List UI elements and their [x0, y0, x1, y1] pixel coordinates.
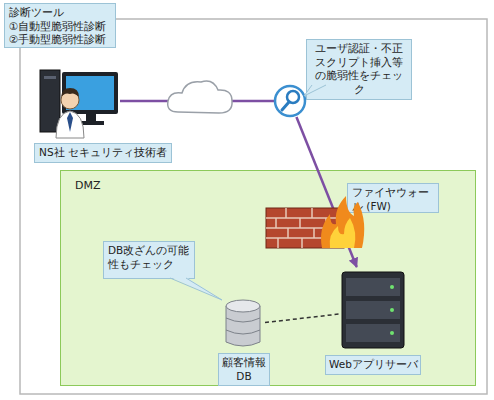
person-tie: [67, 112, 73, 132]
node-text: ②手動型脆弱性診断: [9, 33, 111, 47]
node-text: DMZ: [75, 179, 101, 192]
server-unit: [346, 301, 400, 319]
node-text: NS社 セキュリティ技術者: [34, 143, 172, 163]
db-ring: [226, 318, 260, 322]
dashed-link: [265, 314, 339, 323]
callout-pointer-edge: [170, 278, 222, 300]
brick-line: [299, 218, 301, 228]
server-light: [390, 308, 394, 312]
db-ring: [226, 330, 260, 334]
magnifier-ring: [275, 86, 305, 116]
web-app-server: Webアプリサーバ: [339, 267, 409, 353]
monitor-stand: [86, 114, 96, 122]
pc-tower-slot: [44, 76, 56, 79]
person-hair: [61, 88, 79, 97]
firewall-wall: [266, 208, 344, 248]
node-text: DB改ざんの可能性もチェック: [108, 244, 190, 271]
person-body: [56, 111, 84, 138]
node-text: 顧客情報 DB: [218, 353, 270, 386]
db-top: [226, 300, 260, 312]
brick-line: [287, 228, 289, 238]
server-rack: [342, 272, 404, 348]
server-light: [390, 331, 394, 335]
firewall-flame-core: [330, 218, 356, 248]
brick-line: [327, 238, 329, 248]
dmz-zone: DMZ ファイヤウォール (FW) DB改ざんの可能性もチェック顧客情報 DB Web…: [60, 170, 476, 386]
node-heading: 診断ツール: [9, 6, 111, 20]
monitor-screen: [66, 76, 114, 110]
magnifier-glass: [287, 91, 299, 103]
firewall-flame: [321, 196, 364, 248]
brick-line: [313, 228, 315, 238]
tool-box: 診断ツール①自動型脆弱性診断②手動型脆弱性診断: [4, 3, 116, 48]
brick-line: [301, 238, 303, 248]
firewall-bricks: [266, 208, 344, 248]
brick-line: [277, 238, 279, 248]
brick-line: [275, 218, 277, 228]
network-cloud: [168, 81, 232, 113]
brick-line: [311, 208, 313, 218]
database: 顧客情報 DB: [223, 299, 265, 351]
node-text: ①自動型脆弱性診断: [9, 20, 111, 34]
outer-frame: [20, 19, 487, 394]
magnifier-handle: [282, 102, 289, 110]
brick-line: [266, 237, 344, 239]
node-text: ユーザ認証・不正スクリプト挿入等の脆弱性をチェック: [306, 39, 412, 100]
server-unit: [346, 324, 400, 342]
db-body: [226, 306, 260, 346]
brick-line: [266, 227, 344, 229]
node-text: ファイヤウォール (FW): [352, 186, 434, 213]
callout-pointer: [170, 277, 222, 300]
pc-tower: [40, 70, 60, 132]
monitor-base: [78, 121, 104, 125]
brick-line: [266, 217, 344, 219]
server-unit: [346, 278, 400, 296]
engineer-terminal: NS社 セキュリティ技術者: [30, 62, 120, 140]
brick-line: [325, 218, 327, 228]
node-text: Webアプリサーバ: [325, 355, 421, 375]
callout-pointer-edge: [304, 85, 326, 96]
callout-pointer: [304, 84, 326, 96]
server-light: [390, 285, 394, 289]
scan-point: ユーザ認証・不正スクリプト挿入等の脆弱性をチェック: [274, 85, 306, 117]
db-callout: DB改ざんの可能性もチェック: [103, 241, 195, 279]
connector-line: [120, 100, 274, 103]
person-head: [61, 91, 79, 109]
connector-line: [296, 117, 356, 267]
firewall-label: ファイヤウォール (FW): [347, 183, 439, 213]
monitor-frame: [62, 72, 118, 114]
brick-line: [285, 208, 287, 218]
